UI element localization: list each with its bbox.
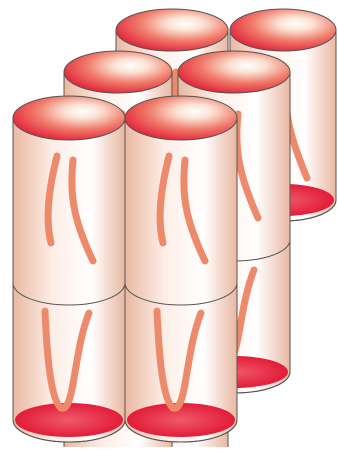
column-cap <box>13 96 125 140</box>
column-front-left <box>13 96 125 442</box>
column-cap <box>116 9 228 51</box>
column-cap <box>125 96 237 140</box>
column-cap <box>178 51 290 93</box>
column-base <box>15 403 123 437</box>
column-cap <box>230 9 336 51</box>
column-base <box>127 403 235 437</box>
column-cap <box>64 51 172 93</box>
column-front-right <box>125 96 237 442</box>
